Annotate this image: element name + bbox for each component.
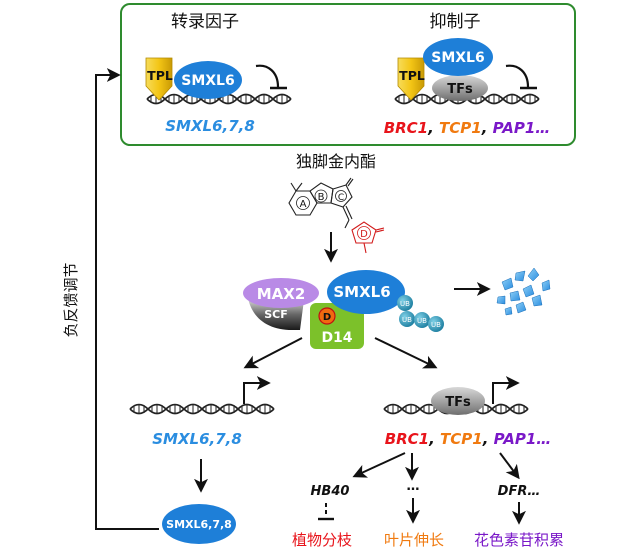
top-left-title: 转录因子 [171,12,239,32]
d-ligand-shape [318,307,336,325]
ring-c-circle [335,190,347,202]
ring-d-label: D [360,229,368,240]
lower-right-gene-part-0: BRC1 [385,430,429,448]
top-right-tpl-label: TPL [399,68,425,83]
lower-right-gene-part-4: PAP1… [494,430,552,448]
ring-a-label: A [300,199,307,210]
top-left-gene-label: SMXL6,7,8 [165,117,255,135]
ub-ball-1 [397,295,413,311]
outcome-branching: 植物分枝 [292,531,352,549]
ring-a-circle [296,196,310,210]
target-hb40: HB40 [311,484,350,499]
feedback-label: 负反馈调节 [62,262,80,337]
feedback-loop-line [95,68,159,530]
top-right-gene-list: BRC1, TCP1, PAP1… [384,119,551,137]
lower-right-tfs-shape [431,387,485,415]
top-left-smxl6-label: SMXL6 [181,73,234,89]
outcome-leaf-elongation: 叶片伸长 [384,531,444,549]
scf-label: SCF [264,308,288,321]
max2-shape [243,278,319,308]
top-right-inhibit-arrow [505,64,530,88]
ub-label-4: UB [431,321,441,329]
ring-c-label: C [338,193,344,203]
complex-smxl6-label: SMXL6 [333,283,390,301]
ring-b-circle [314,189,328,203]
strigolactone-structure [288,177,385,254]
ub-ball-4 [428,316,444,332]
complex-smxl6-shape [327,270,405,314]
degraded-fragments [496,267,551,316]
arrow-to-hb40 [352,452,406,478]
top-right-tpl-shape [397,57,425,101]
lower-right-gene-part-1: , [428,430,440,448]
top-left-tpl-shape [145,57,173,101]
lower-right-gene-part-2: TCP1 [440,430,483,448]
lower-right-gene-part-3: , [482,430,494,448]
max2-label: MAX2 [257,285,306,303]
top-left-inhibit-arrow [255,64,280,88]
ub-ball-2 [399,311,415,327]
top-right-tfs-shape [432,75,488,101]
top-right-title: 抑制子 [430,12,481,32]
top-right-gene-part-1: , [427,119,439,137]
lower-right-promoter-arrow [492,376,520,404]
arrow-to-dfr [499,452,520,480]
top-right-gene-part-3: , [481,119,493,137]
top-right-gene-part-4: PAP1… [493,119,551,137]
top-right-smxl6-shape [423,38,493,76]
top-right-smxl6-label: SMXL6 [431,50,484,66]
ring-b-label: B [318,192,325,203]
top-right-gene-part-2: TCP1 [439,119,482,137]
target-dfr: DFR… [498,484,541,499]
ub-label-3: UB [417,317,427,325]
top-left-tpl-label: TPL [147,68,173,83]
lower-right-gene-list: BRC1, TCP1, PAP1… [385,430,552,448]
target-ellipsis: … [407,479,420,494]
arrow-complex-to-right [374,337,438,369]
lower-left-dna [129,403,275,415]
lower-left-protein-label: SMXL6,7,8 [166,518,232,531]
d14-label: D14 [321,330,352,346]
d-ligand-label: D [323,312,331,323]
top-left-smxl6-shape [174,61,242,99]
lower-right-tfs-label: TFs [445,395,471,410]
lower-left-gene-label: SMXL6,7,8 [152,430,242,448]
ub-ball-3 [414,312,430,328]
outcome-anthocyanin: 花色素苷积累 [474,531,564,549]
top-right-gene-part-0: BRC1 [384,119,428,137]
lower-left-promoter-arrow [243,376,271,404]
strigolactone-title: 独脚金内酯 [296,152,376,171]
ring-d-circle [357,226,371,240]
top-right-tfs-label: TFs [447,82,473,97]
ub-label-2: UB [402,316,412,324]
ub-label-1: UB [400,300,410,308]
lower-left-protein-shape [162,504,236,544]
arrow-complex-to-left [243,337,303,369]
